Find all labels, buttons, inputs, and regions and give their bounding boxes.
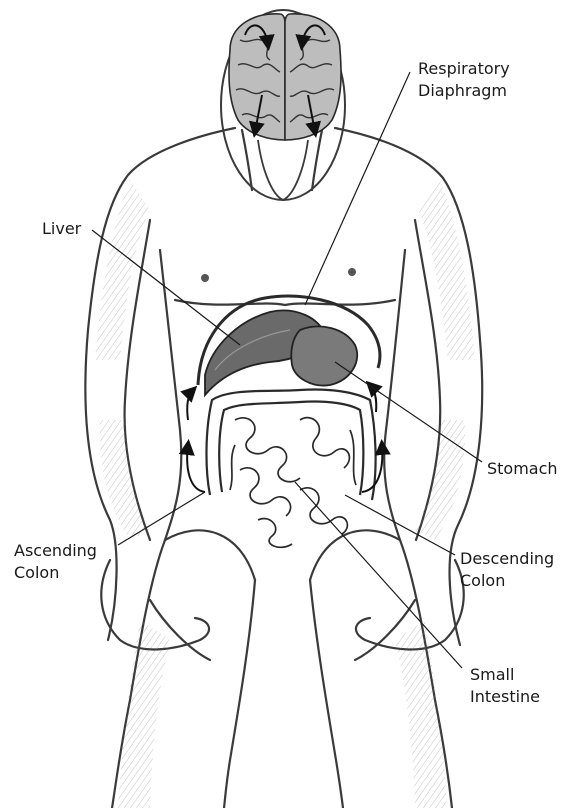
label-liver: Liver (42, 218, 81, 240)
stomach (291, 326, 357, 385)
head (221, 10, 345, 200)
label-small-intestine: Small Intestine (470, 664, 540, 708)
nipples (201, 268, 356, 282)
small-intestine (230, 418, 356, 548)
body-shading (95, 180, 475, 808)
face (258, 140, 308, 200)
label-stomach: Stomach (487, 458, 558, 480)
label-respiratory-diaphragm: Respiratory Diaphragm (418, 58, 510, 102)
label-ascending-colon: Ascending Colon (14, 540, 97, 584)
label-descending-colon: Descending Colon (460, 548, 554, 592)
